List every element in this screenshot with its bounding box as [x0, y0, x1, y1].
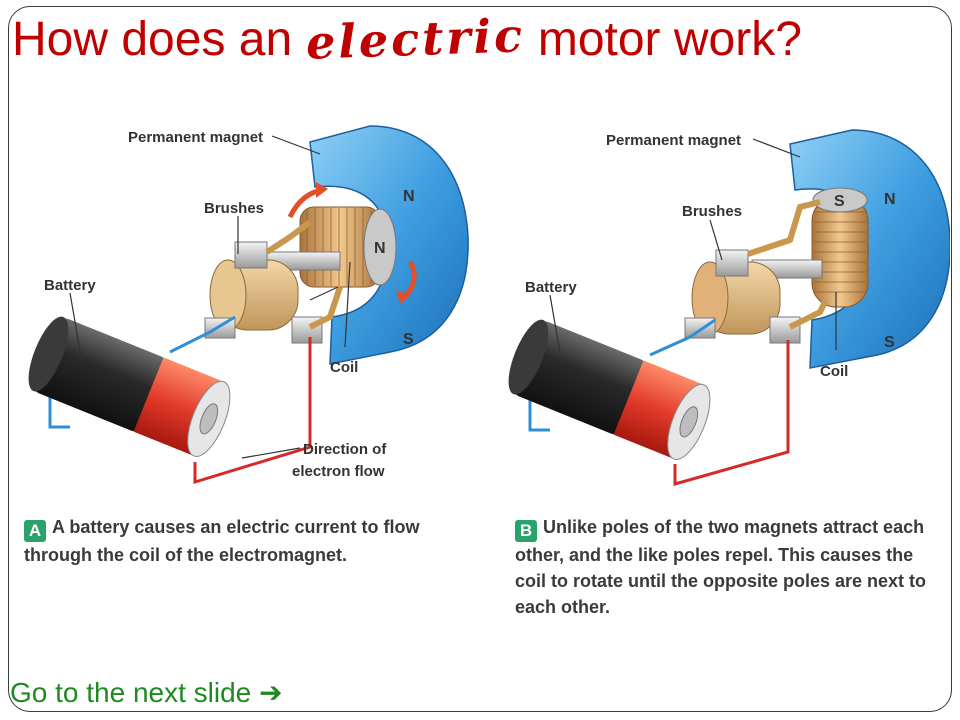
coil-b: S: [811, 187, 869, 308]
label-coil-b: Coil: [820, 363, 848, 380]
commutator-b: [684, 261, 781, 339]
coil-a: N: [299, 206, 397, 288]
title-fancy-word: electric: [304, 8, 526, 70]
coil-lead-bottom-a: [308, 286, 343, 330]
rotation-arrowhead-bottom-a: [396, 290, 410, 304]
brush-bottom-b: [769, 316, 801, 344]
badge-b: B: [515, 520, 537, 542]
rotation-arrowhead-top-a: [316, 182, 328, 198]
coil-lead-top-b: [747, 199, 821, 257]
motor-diagrams: N S N: [28, 125, 950, 486]
leader-lines-b: [549, 138, 837, 365]
right-arrow-icon: ➔: [259, 677, 283, 708]
label-battery-b: Battery: [525, 279, 577, 296]
coil-pole-b: S: [834, 193, 845, 210]
slide-frame: [8, 6, 952, 712]
diagram-a: N S N: [28, 125, 469, 485]
slide-title: How does an electric motor work?: [12, 4, 802, 74]
coil-pole-a: N: [374, 240, 386, 257]
coil-lead-top-a: [265, 219, 312, 255]
badge-a: A: [24, 520, 46, 542]
wire-red-b: [673, 340, 790, 486]
label-battery-a: Battery: [44, 277, 96, 294]
caption-b-text: Unlike poles of the two magnets attract …: [515, 517, 927, 617]
label-permanent-magnet-b: Permanent magnet: [606, 132, 741, 149]
label-direction-line1-a: Direction of: [303, 441, 387, 458]
coil-lead-bottom-b: [788, 300, 828, 330]
pole-s-bottom-a: S: [403, 331, 414, 348]
wire-red-a: [193, 337, 312, 485]
label-permanent-magnet-a: Permanent magnet: [128, 129, 263, 146]
battery-a: [28, 316, 231, 457]
title-prefix: How does an: [12, 13, 306, 66]
title-suffix: motor work?: [524, 13, 802, 66]
caption-a-text: A battery causes an electric current to …: [24, 517, 420, 565]
label-brushes-a: Brushes: [204, 200, 264, 217]
diagram-b: N S S: [508, 129, 950, 486]
pole-s-bottom-b: S: [884, 334, 895, 351]
next-slide-label: Go to the next slide: [10, 677, 252, 708]
brush-top-b: [715, 249, 749, 277]
leader-lines-a: [69, 135, 351, 459]
diagram-panel: N S N: [10, 112, 950, 624]
label-brushes-b: Brushes: [682, 203, 742, 220]
next-slide-link[interactable]: Go to the next slide ➔: [10, 676, 283, 709]
wire-blue-b: [528, 318, 716, 432]
battery-b: [508, 319, 711, 460]
brush-top-a: [234, 241, 268, 269]
label-coil-a: Coil: [330, 359, 358, 376]
pole-n-top-b: N: [884, 191, 896, 208]
label-direction-line2-a: electron flow: [292, 463, 385, 480]
pole-n-top-a: N: [403, 188, 415, 205]
